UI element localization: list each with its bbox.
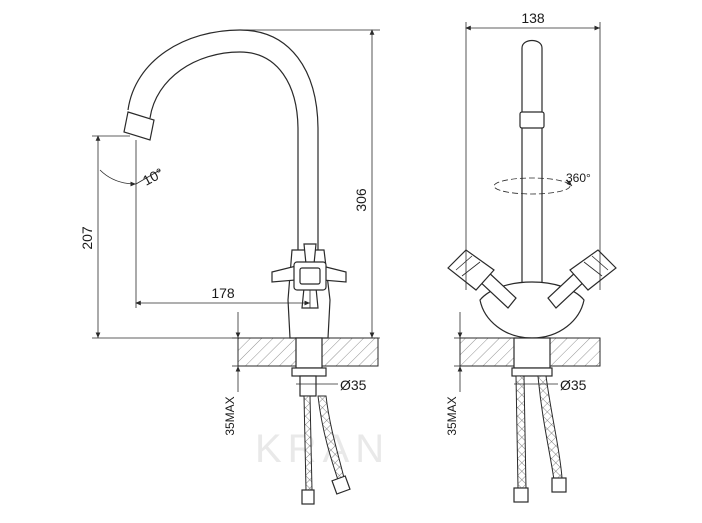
front-view: 360° 138 35MAX Ø35 — [445, 10, 617, 503]
spout-inner-curve — [149, 51, 299, 250]
cross-handle-side — [271, 243, 347, 309]
dim-35max-left: 35MAX — [223, 396, 237, 435]
dim-spout-height: 207 — [79, 226, 95, 250]
watermark-text: KRAN — [255, 427, 390, 471]
aerator-front — [519, 111, 545, 129]
spout-pipe-front — [521, 39, 543, 287]
spout-outer-curve — [127, 29, 319, 250]
hose-nut-right-2 — [551, 477, 567, 493]
dim-width: 138 — [521, 10, 545, 26]
angle-arc — [99, 169, 137, 187]
dim-total-height: 306 — [353, 188, 369, 212]
dim-diameter-left: Ø35 — [340, 377, 367, 393]
supply-hose-left-1 — [303, 395, 313, 491]
mounting-nut-left — [291, 367, 327, 377]
hose-nut-left-2 — [331, 475, 351, 495]
swivel-ellipse — [493, 177, 571, 195]
swivel-angle-label: 360° — [566, 171, 591, 185]
angle-label: 10° — [140, 165, 166, 189]
supply-hose-right-1 — [515, 375, 527, 489]
dim-35max-right: 35MAX — [445, 396, 459, 435]
shank-right — [513, 337, 551, 369]
hose-nut-left-1 — [301, 489, 315, 505]
aerator — [123, 111, 155, 141]
handle-left-front — [447, 249, 495, 291]
dim-reach: 178 — [211, 285, 235, 301]
dim-diameter-right: Ø35 — [560, 377, 587, 393]
hose-nut-right-1 — [513, 487, 529, 503]
handle-right-front — [569, 249, 617, 291]
supply-hose-right-2 — [537, 375, 563, 481]
threaded-stud-left — [299, 375, 317, 397]
mounting-nut-right — [511, 367, 553, 377]
shank-left — [295, 337, 323, 369]
side-view: 306 207 178 10° 35MAX Ø35 — [79, 29, 380, 505]
